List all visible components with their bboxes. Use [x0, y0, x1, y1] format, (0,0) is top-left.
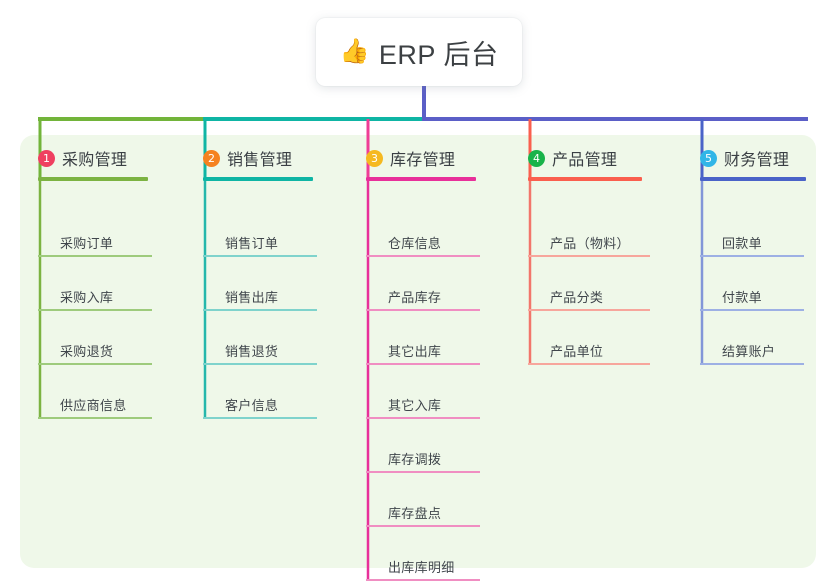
- column-title-label: 采购管理: [62, 152, 128, 169]
- column-index-badge: 4: [528, 149, 545, 167]
- leaf-item-rule: [203, 309, 317, 311]
- leaf-item[interactable]: 产品单位: [528, 339, 650, 365]
- column-index-badge: 3: [366, 149, 383, 167]
- column-index-badge: 1: [38, 149, 55, 167]
- column-header-5[interactable]: 5 财务管理: [700, 146, 806, 170]
- leaf-item-label: 库存盘点: [388, 506, 442, 521]
- column-header-rule: [203, 177, 313, 181]
- leaf-item-rule: [38, 417, 152, 419]
- leaf-item-label: 库存调拨: [388, 452, 442, 467]
- leaf-item[interactable]: 回款单: [700, 231, 804, 257]
- column-index-badge: 2: [203, 149, 220, 167]
- column-4: 4 产品管理产品（物料） 产品分类产品单位: [528, 146, 650, 365]
- leaf-item-rule: [700, 255, 804, 257]
- leaf-item-label: 供应商信息: [60, 398, 127, 413]
- leaf-item-rule: [203, 363, 317, 365]
- leaf-item[interactable]: 出库库明细: [366, 555, 480, 581]
- leaf-item-rule: [38, 363, 152, 365]
- column-header-3[interactable]: 3 库存管理: [366, 146, 476, 170]
- leaf-item-rule: [366, 309, 480, 311]
- leaf-item-rule: [366, 579, 480, 581]
- root-node-title: 👍 ERP 后台: [340, 33, 499, 72]
- leaf-item-label: 产品库存: [388, 290, 442, 305]
- column-3: 3 库存管理仓库信息产品库存其它出库其它入库库存调拨库存盘点出库库明细: [366, 146, 480, 581]
- leaf-item-label: 采购订单: [60, 236, 114, 251]
- leaf-item-label: 采购入库: [60, 290, 114, 305]
- leaf-item-rule: [203, 255, 317, 257]
- column-header-rule: [528, 177, 642, 181]
- column-header-rule: [700, 177, 806, 181]
- leaf-item-rule: [38, 309, 152, 311]
- column-index-badge: 5: [700, 149, 717, 167]
- column-title-label: 财务管理: [724, 152, 790, 169]
- leaf-item-rule: [366, 363, 480, 365]
- column-5: 5 财务管理回款单付款单结算账户: [700, 146, 806, 365]
- leaf-item[interactable]: 库存调拨: [366, 447, 480, 473]
- leaf-item[interactable]: 产品（物料）: [528, 231, 650, 257]
- leaf-item-label: 客户信息: [225, 398, 279, 413]
- leaf-item-label: 其它出库: [388, 344, 442, 359]
- column-2: 2 销售管理销售订单销售出库销售退货客户信息: [203, 146, 317, 419]
- thumbs-up-icon: 👍: [339, 38, 370, 65]
- leaf-item[interactable]: 采购入库: [38, 285, 152, 311]
- leaf-item-label: 销售订单: [225, 236, 279, 251]
- leaf-item-label: 销售出库: [225, 290, 279, 305]
- leaf-item-rule: [366, 417, 480, 419]
- leaf-item-rule: [700, 363, 804, 365]
- leaf-item[interactable]: 销售订单: [203, 231, 317, 257]
- leaf-item-label: 其它入库: [388, 398, 442, 413]
- leaf-item-rule: [528, 363, 650, 365]
- leaf-item[interactable]: 客户信息: [203, 393, 317, 419]
- leaf-item[interactable]: 采购订单: [38, 231, 152, 257]
- root-node-card[interactable]: 👍 ERP 后台: [316, 18, 522, 86]
- leaf-item-rule: [700, 309, 804, 311]
- leaf-item[interactable]: 库存盘点: [366, 501, 480, 527]
- column-1: 1 采购管理采购订单采购入库采购退货供应商信息: [38, 146, 152, 419]
- leaf-item[interactable]: 其它入库: [366, 393, 480, 419]
- leaf-item-label: 产品单位: [550, 344, 604, 359]
- leaf-item-rule: [366, 525, 480, 527]
- leaf-item[interactable]: 产品分类: [528, 285, 650, 311]
- leaf-item-label: 销售退货: [225, 344, 279, 359]
- leaf-item-rule: [38, 255, 152, 257]
- column-header-4[interactable]: 4 产品管理: [528, 146, 642, 170]
- leaf-item-rule: [528, 255, 650, 257]
- leaf-item-label: 仓库信息: [388, 236, 442, 251]
- leaf-item[interactable]: 供应商信息: [38, 393, 152, 419]
- column-header-1[interactable]: 1 采购管理: [38, 146, 148, 170]
- leaf-item[interactable]: 仓库信息: [366, 231, 480, 257]
- leaf-item-label: 回款单: [722, 236, 762, 251]
- leaf-item[interactable]: 结算账户: [700, 339, 804, 365]
- leaf-item-label: 出库库明细: [388, 560, 455, 575]
- leaf-item-label: 产品分类: [550, 290, 604, 305]
- column-header-rule: [366, 177, 476, 181]
- leaf-item[interactable]: 销售退货: [203, 339, 317, 365]
- column-header-rule: [38, 177, 148, 181]
- leaf-item[interactable]: 采购退货: [38, 339, 152, 365]
- leaf-item-label: 结算账户: [722, 344, 776, 359]
- diagram-panel: [20, 135, 816, 568]
- leaf-item[interactable]: 付款单: [700, 285, 804, 311]
- leaf-item[interactable]: 其它出库: [366, 339, 480, 365]
- column-header-2[interactable]: 2 销售管理: [203, 146, 313, 170]
- leaf-item-rule: [366, 255, 480, 257]
- leaf-item-label: 采购退货: [60, 344, 114, 359]
- root-node-label: ERP 后台: [378, 39, 499, 70]
- column-title-label: 销售管理: [227, 152, 293, 169]
- column-title-label: 产品管理: [552, 152, 618, 169]
- leaf-item[interactable]: 产品库存: [366, 285, 480, 311]
- leaf-item[interactable]: 销售出库: [203, 285, 317, 311]
- leaf-item-label: 产品（物料）: [550, 236, 630, 251]
- leaf-item-label: 付款单: [722, 290, 762, 305]
- column-title-label: 库存管理: [390, 152, 456, 169]
- leaf-item-rule: [528, 309, 650, 311]
- leaf-item-rule: [366, 471, 480, 473]
- leaf-item-rule: [203, 417, 317, 419]
